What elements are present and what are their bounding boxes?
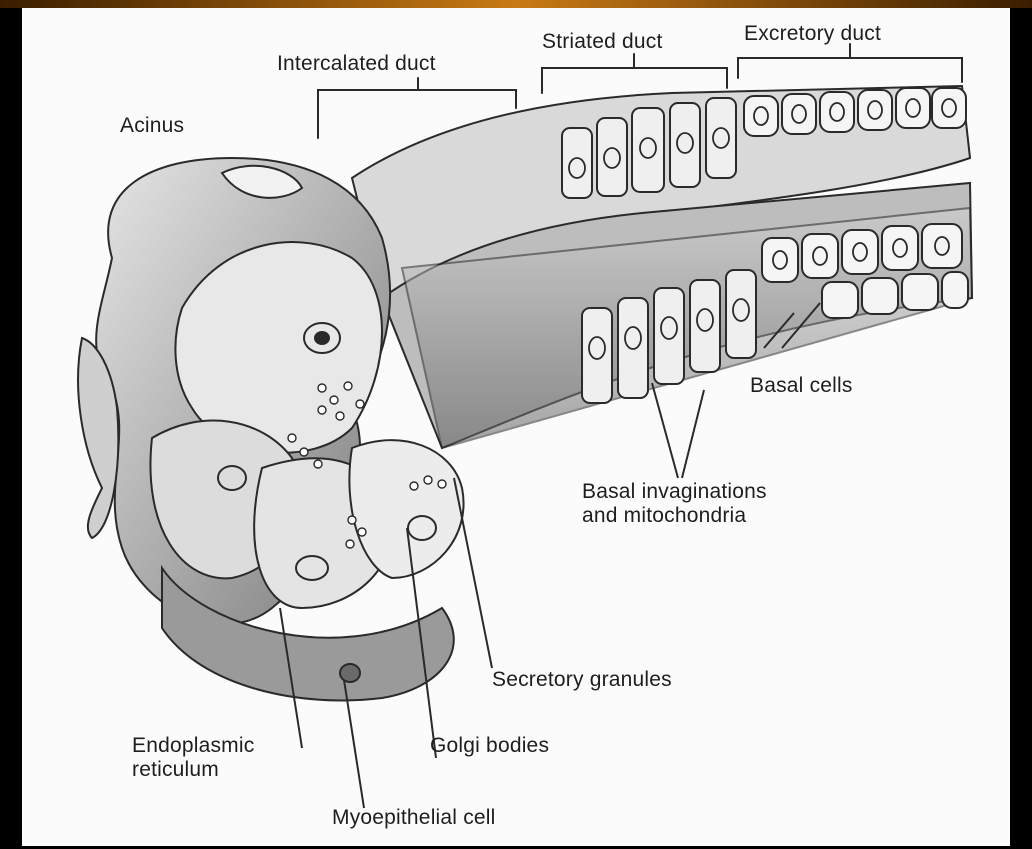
label-endoplasmic-reticulum: Endoplasmic reticulum: [132, 734, 254, 782]
label-excretory-duct: Excretory duct: [744, 22, 881, 46]
label-striated-duct: Striated duct: [542, 30, 663, 54]
label-basal-cells: Basal cells: [750, 374, 853, 398]
bracket-excretory: [738, 58, 962, 82]
label-basal-invaginations: Basal invaginations and mitochondria: [582, 480, 767, 528]
label-intercalated-duct: Intercalated duct: [277, 52, 436, 76]
label-acinus: Acinus: [120, 114, 184, 138]
label-golgi-bodies: Golgi bodies: [430, 734, 549, 758]
figure-panel: Intercalated duct Striated duct Excretor…: [22, 8, 1010, 846]
slide-accent-bar: [0, 0, 1032, 8]
label-secretory-granules: Secretory granules: [492, 668, 672, 692]
bracket-striated: [542, 68, 727, 93]
label-myoepithelial-cell: Myoepithelial cell: [332, 806, 496, 830]
